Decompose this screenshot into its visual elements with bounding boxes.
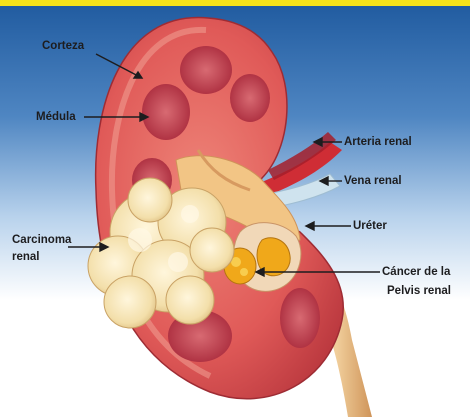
label-arteria-renal: Arteria renal xyxy=(344,135,412,149)
label-vena-renal: Vena renal xyxy=(344,174,402,188)
label-medula: Médula xyxy=(36,110,76,124)
pyramid xyxy=(230,74,270,122)
pyramid xyxy=(180,46,232,94)
label-ureter: Uréter xyxy=(353,219,387,233)
top-yellow-band xyxy=(0,0,470,6)
label-carcinoma-line2: renal xyxy=(12,250,40,264)
pyramid xyxy=(280,288,320,348)
label-cancer-line2: Pelvis renal xyxy=(387,284,451,298)
pelvis-cancer-highlight xyxy=(240,268,248,276)
label-carcinoma-line1: Carcinoma xyxy=(12,233,71,247)
label-corteza: Corteza xyxy=(42,39,84,53)
label-cancer-line1: Cáncer de la xyxy=(382,265,450,279)
pyramid xyxy=(142,84,190,140)
